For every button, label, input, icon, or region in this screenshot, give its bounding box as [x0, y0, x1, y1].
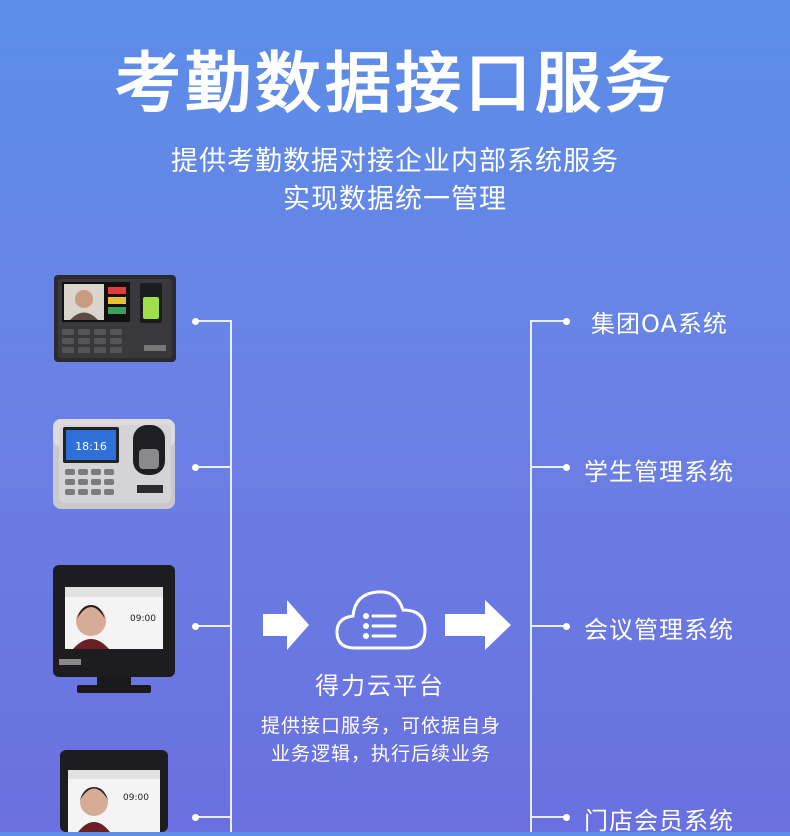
- arrow-right-icon: [445, 600, 511, 654]
- left-connector-line: [230, 320, 232, 832]
- face-terminal-time-2: 09:00: [123, 793, 149, 803]
- platform-desc-line-1: 提供接口服务，可依据自身: [260, 715, 501, 737]
- system-store-member: 门店会员系统: [584, 807, 734, 835]
- left-branch-2: [196, 466, 231, 468]
- right-branch-1: [530, 320, 566, 322]
- right-dot-2: [563, 464, 570, 471]
- right-dot-1: [563, 318, 570, 325]
- page-title: 考勤数据接口服务: [115, 45, 675, 122]
- platform-name: 得力云平台: [315, 672, 445, 700]
- left-dot-2: [192, 464, 199, 471]
- subtitle-line-1: 提供考勤数据对接企业内部系统服务: [171, 146, 619, 177]
- right-dot-4: [563, 814, 570, 821]
- left-branch-1: [196, 320, 231, 322]
- platform-desc-line-2: 业务逻辑，执行后续业务: [270, 743, 491, 765]
- left-dot-4: [192, 814, 199, 821]
- arrow-right-icon: [263, 600, 309, 654]
- right-connector-line: [530, 320, 532, 832]
- right-branch-3: [530, 625, 566, 627]
- system-meeting-management: 会议管理系统: [584, 616, 734, 644]
- subtitle-line-2: 实现数据统一管理: [283, 184, 507, 215]
- fingerprint-face-terminal-icon: [54, 275, 176, 366]
- face-recognition-terminal-icon: 09:00: [53, 565, 175, 699]
- left-dot-3: [192, 623, 199, 630]
- page-subtitle: 提供考勤数据对接企业内部系统服务 实现数据统一管理: [0, 143, 790, 219]
- system-group-oa: 集团OA系统: [591, 310, 728, 338]
- right-dot-3: [563, 623, 570, 630]
- right-branch-4: [530, 816, 566, 818]
- left-branch-3: [196, 625, 231, 627]
- left-dot-1: [192, 318, 199, 325]
- system-student-management: 学生管理系统: [584, 458, 734, 486]
- cloud-icon: [333, 582, 429, 654]
- platform-description: 提供接口服务，可依据自身 业务逻辑，执行后续业务: [246, 712, 516, 768]
- clock-screen-time: 18:16: [75, 440, 107, 453]
- left-branch-4: [196, 816, 231, 818]
- right-branch-2: [530, 466, 566, 468]
- face-terminal-time-1: 09:00: [130, 614, 156, 624]
- fingerprint-clock-icon: 18:16: [53, 419, 175, 513]
- face-recognition-terminal-icon: 09:00: [60, 750, 168, 836]
